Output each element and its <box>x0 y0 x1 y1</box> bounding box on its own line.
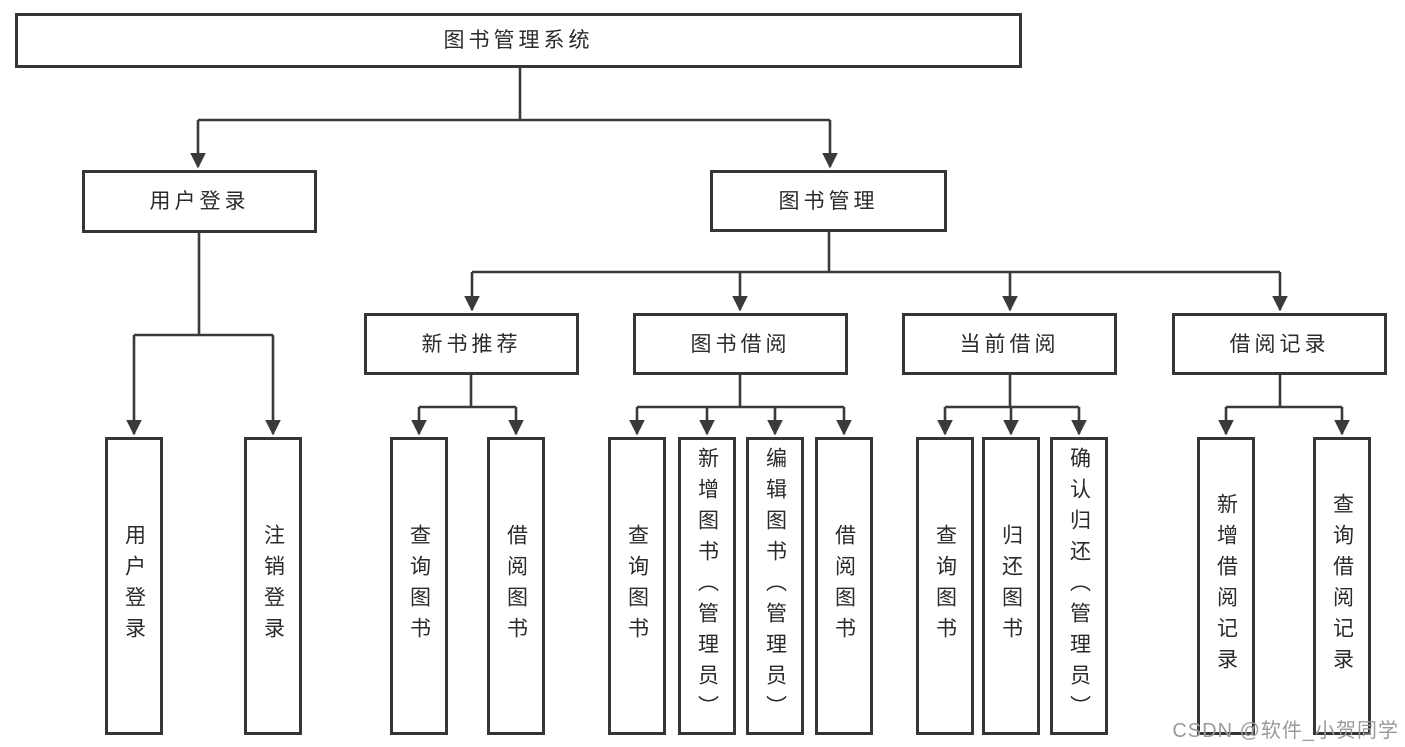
node-user-login: 用户登录 <box>82 170 317 233</box>
leaf-query-books-recommend: 查询图书 <box>390 437 448 735</box>
leaf-query-borrow-record: 查询借阅记录 <box>1313 437 1371 735</box>
leaf-label: 查询图书 <box>407 524 431 648</box>
leaf-label: 查询图书 <box>933 524 957 648</box>
leaf-add-books-admin: 新增图书（管理员） <box>678 437 736 735</box>
watermark: CSDN @软件_小贺同学 <box>1172 720 1399 742</box>
leaf-label: 确认归还（管理员） <box>1067 446 1091 726</box>
leaf-label: 借阅图书 <box>504 524 528 648</box>
leaf-label: 编辑图书（管理员） <box>763 446 787 726</box>
leaf-label: 借阅图书 <box>832 524 856 648</box>
node-borrowing-records: 借阅记录 <box>1172 313 1387 375</box>
node-current-borrowing: 当前借阅 <box>902 313 1117 375</box>
leaf-label: 注销登录 <box>261 524 285 648</box>
node-new-book-recommendation: 新书推荐 <box>364 313 579 375</box>
leaf-label: 查询借阅记录 <box>1330 493 1354 679</box>
node-book-borrowing: 图书借阅 <box>633 313 848 375</box>
leaf-add-borrow-record: 新增借阅记录 <box>1197 437 1255 735</box>
leaf-label: 用户登录 <box>122 524 146 648</box>
leaf-label: 查询图书 <box>625 524 649 648</box>
node-book-management: 图书管理 <box>710 170 947 232</box>
leaf-return-books: 归还图书 <box>982 437 1040 735</box>
leaf-label: 新增图书（管理员） <box>695 446 719 726</box>
leaf-label: 新增借阅记录 <box>1214 493 1238 679</box>
node-label: 用户登录 <box>149 190 250 213</box>
leaf-query-books-current: 查询图书 <box>916 437 974 735</box>
leaf-confirm-return-admin: 确认归还（管理员） <box>1050 437 1108 735</box>
node-label: 借阅记录 <box>1229 332 1330 356</box>
leaf-borrow-books-borrowing: 借阅图书 <box>815 437 873 735</box>
node-library-management-system: 图书管理系统 <box>15 13 1022 68</box>
node-label: 新书推荐 <box>421 332 522 356</box>
leaf-query-books-borrowing: 查询图书 <box>608 437 666 735</box>
node-label: 图书借阅 <box>690 332 791 356</box>
node-label: 图书管理 <box>778 189 879 213</box>
leaf-edit-books-admin: 编辑图书（管理员） <box>746 437 804 735</box>
leaf-label: 归还图书 <box>999 524 1023 648</box>
node-label: 当前借阅 <box>959 332 1060 356</box>
node-label: 图书管理系统 <box>443 29 594 52</box>
leaf-logout: 注销登录 <box>244 437 302 735</box>
leaf-borrow-books-recommend: 借阅图书 <box>487 437 545 735</box>
leaf-user-login: 用户登录 <box>105 437 163 735</box>
